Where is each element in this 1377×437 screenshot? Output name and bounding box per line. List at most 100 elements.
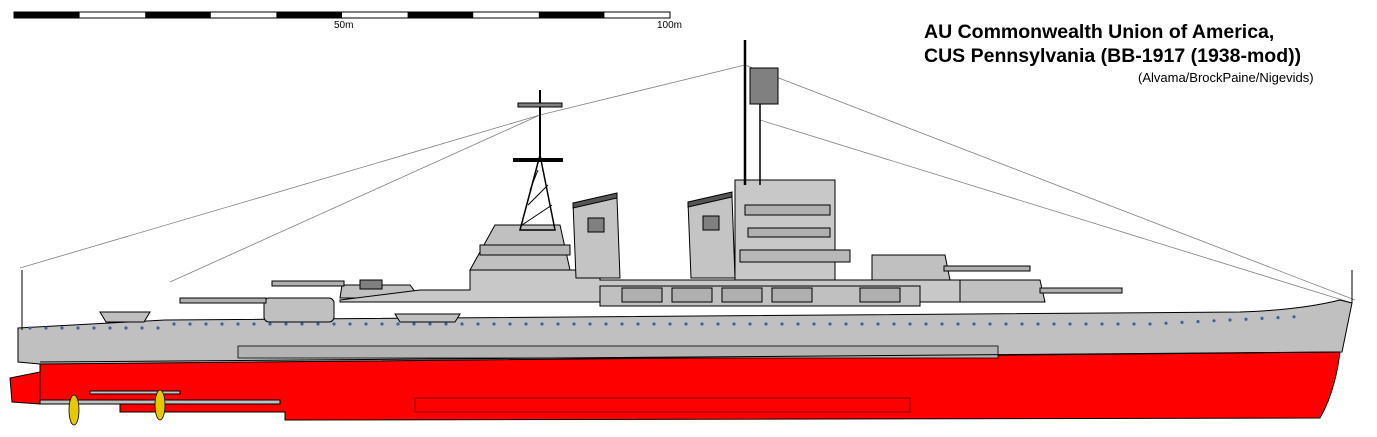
porthole [1004,322,1008,326]
porthole [1164,321,1168,325]
porthole [1116,322,1120,326]
porthole [476,322,480,326]
forward-funnel [687,191,736,279]
forward-tower-bridge [734,40,851,281]
porthole [1228,318,1232,322]
porthole [812,322,816,326]
porthole [684,322,688,326]
porthole [988,322,992,326]
porthole [1212,319,1216,323]
porthole [700,322,704,326]
turret-b-superfiring [871,254,1031,281]
porthole [28,326,32,330]
porthole [956,322,960,326]
porthole [508,322,512,326]
porthole [636,322,640,326]
porthole [108,326,112,330]
porthole [652,322,656,326]
red-boot-hull [39,351,1341,421]
ships-boats [99,311,461,323]
aft-tower [469,90,571,271]
aft-funnel [572,192,621,279]
porthole [156,326,160,330]
scale-segment [14,12,80,18]
porthole [348,322,352,326]
porthole [140,326,144,330]
scale-bar [13,11,671,19]
bilge-keel [414,397,911,413]
porthole [44,326,48,330]
porthole [236,322,240,326]
porthole [668,322,672,326]
porthole [604,322,608,326]
rudder [9,371,41,405]
porthole [172,322,176,326]
scale-label-100m: 100m [657,20,683,31]
credit-line: (Alvama/BrockPaine/Nigevids) [1138,70,1314,85]
porthole [188,322,192,326]
porthole [1260,316,1264,320]
porthole [1276,316,1280,320]
porthole [396,322,400,326]
porthole [460,322,464,326]
scale-label-50m: 50m [334,20,354,31]
porthole [268,322,272,326]
scale-segment [407,12,474,18]
porthole [316,322,320,326]
porthole [972,322,976,326]
porthole [1180,320,1184,324]
porthole [796,322,800,326]
porthole [364,322,368,326]
porthole [716,322,720,326]
title-block: AU Commonwealth Union of America, CUS Pe… [924,20,1364,85]
porthole [524,322,528,326]
porthole [60,326,64,330]
propellers [68,389,166,426]
porthole [780,322,784,326]
porthole [300,322,304,326]
porthole [204,322,208,326]
porthole [876,322,880,326]
porthole [444,322,448,326]
rigging-lines [19,64,1356,304]
porthole [1084,322,1088,326]
porthole [428,322,432,326]
porthole [844,322,848,326]
porthole [860,322,864,326]
porthole [76,326,80,330]
porthole [220,322,224,326]
porthole [492,322,496,326]
porthole [828,322,832,326]
porthole [572,322,576,326]
porthole-row [28,315,1296,330]
porthole [620,322,624,326]
porthole [940,322,944,326]
porthole [540,322,544,326]
porthole [1196,320,1200,324]
porthole [1100,322,1104,326]
porthole [380,322,384,326]
scale-segment [145,12,211,18]
scale-segment [276,12,342,18]
porthole [588,322,592,326]
secondary-turrets [621,287,901,303]
porthole [924,322,928,326]
porthole [1052,322,1056,326]
porthole [1148,322,1152,326]
turret-a-forward [959,279,1123,303]
porthole [892,322,896,326]
scale-segment [538,12,605,18]
porthole [124,326,128,330]
porthole [284,322,288,326]
porthole [332,322,336,326]
turret-aft-superfiring [179,297,335,323]
porthole [252,322,256,326]
porthole [908,322,912,326]
porthole [748,322,752,326]
title-line-2: CUS Pennsylvania (BB-1917 (1938-mod)) [924,45,1302,67]
boot-topping-line [39,351,1341,363]
scale-bar-segments [14,12,605,18]
armour-belt [237,345,999,359]
porthole [732,322,736,326]
